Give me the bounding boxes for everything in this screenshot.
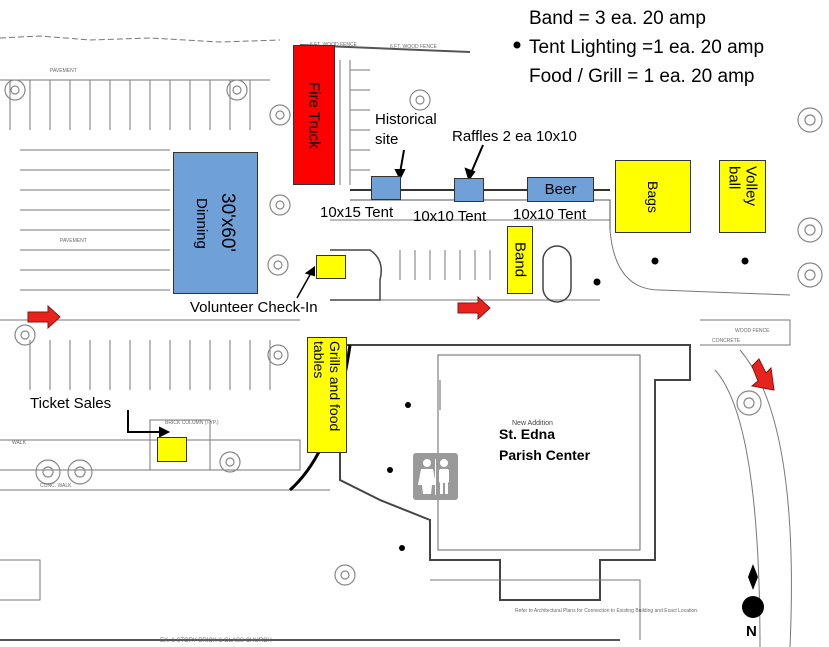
north-label: N bbox=[746, 623, 757, 640]
plan-text-church: EX. 1 STORY BRICK & GLASS CHURCH bbox=[160, 638, 272, 644]
direction-arrow-icon bbox=[27, 304, 61, 330]
parish-center-label: Parish Center bbox=[499, 447, 591, 463]
plan-text-wood-fence: WOOD FENCE bbox=[735, 328, 770, 334]
raffles-tent bbox=[454, 178, 484, 202]
historical-site-tent bbox=[371, 176, 401, 200]
beer-tent: Beer bbox=[527, 177, 594, 202]
plan-text-conc-walk: CONC. WALK bbox=[40, 483, 72, 489]
restroom-icon bbox=[413, 453, 458, 500]
bags-area: Bags bbox=[615, 160, 691, 233]
north-arrow-icon bbox=[742, 564, 764, 618]
plan-text-arch-note: Refer to Architectural Plans for Connect… bbox=[515, 608, 698, 614]
power-note-food-grill: Food / Grill = 1 ea. 20 amp bbox=[529, 66, 755, 87]
direction-arrow-icon bbox=[750, 358, 775, 391]
volunteer-checkin-box bbox=[316, 255, 346, 279]
tent-10x10-label-a: 10x10 Tent bbox=[413, 208, 487, 225]
fire-truck-area: Fire Truck bbox=[293, 45, 335, 185]
grills-label: Grills and food tables bbox=[311, 341, 344, 432]
plan-text-pavement-2: PAVEMENT bbox=[60, 238, 87, 244]
power-note-band: Band = 3 ea. 20 amp bbox=[529, 8, 706, 29]
band-area: Band bbox=[507, 226, 533, 294]
dining-tent: Dinning 30'x60' bbox=[173, 152, 258, 294]
power-note-tent-lighting: Tent Lighting =1 ea. 20 amp bbox=[529, 37, 765, 58]
plan-text-fence-2: 6 FT. WOOD FENCE bbox=[390, 44, 438, 50]
plan-text-new-addition: New Addition bbox=[512, 420, 553, 427]
plan-text-concrete: CONCRETE bbox=[712, 338, 741, 344]
volleyball-label: Volley ball bbox=[725, 165, 760, 206]
grills-food-area: Grills and food tables bbox=[307, 337, 347, 453]
dining-label: Dinning bbox=[193, 197, 210, 249]
bags-label: Bags bbox=[645, 180, 661, 213]
dining-size-label: 30'x60' bbox=[217, 193, 238, 253]
ticket-sales-booth bbox=[157, 437, 187, 462]
fire-truck-label: Fire Truck bbox=[305, 81, 323, 149]
plan-text-walk: WALK bbox=[12, 440, 27, 446]
parish-center-name: St. Edna bbox=[499, 426, 556, 442]
historical-site-label: Historical site bbox=[375, 111, 437, 148]
beer-label: Beer bbox=[544, 181, 577, 198]
ticket-sales-label: Ticket Sales bbox=[30, 395, 112, 412]
tent-10x10-label-b: 10x10 Tent bbox=[513, 206, 587, 223]
plan-text-brick-column: BRICK COLUMN (TYP.) bbox=[165, 420, 219, 426]
band-label: Band bbox=[511, 242, 529, 278]
plan-text-pavement-1: PAVEMENT bbox=[50, 68, 77, 74]
volunteer-checkin-label: Volunteer Check-In bbox=[190, 299, 318, 316]
tent-10x15-label: 10x15 Tent bbox=[320, 204, 394, 221]
raffles-label: Raffles 2 ea 10x10 bbox=[452, 128, 577, 145]
direction-arrow-icon bbox=[457, 295, 491, 321]
volleyball-area: Volley ball bbox=[719, 160, 766, 233]
